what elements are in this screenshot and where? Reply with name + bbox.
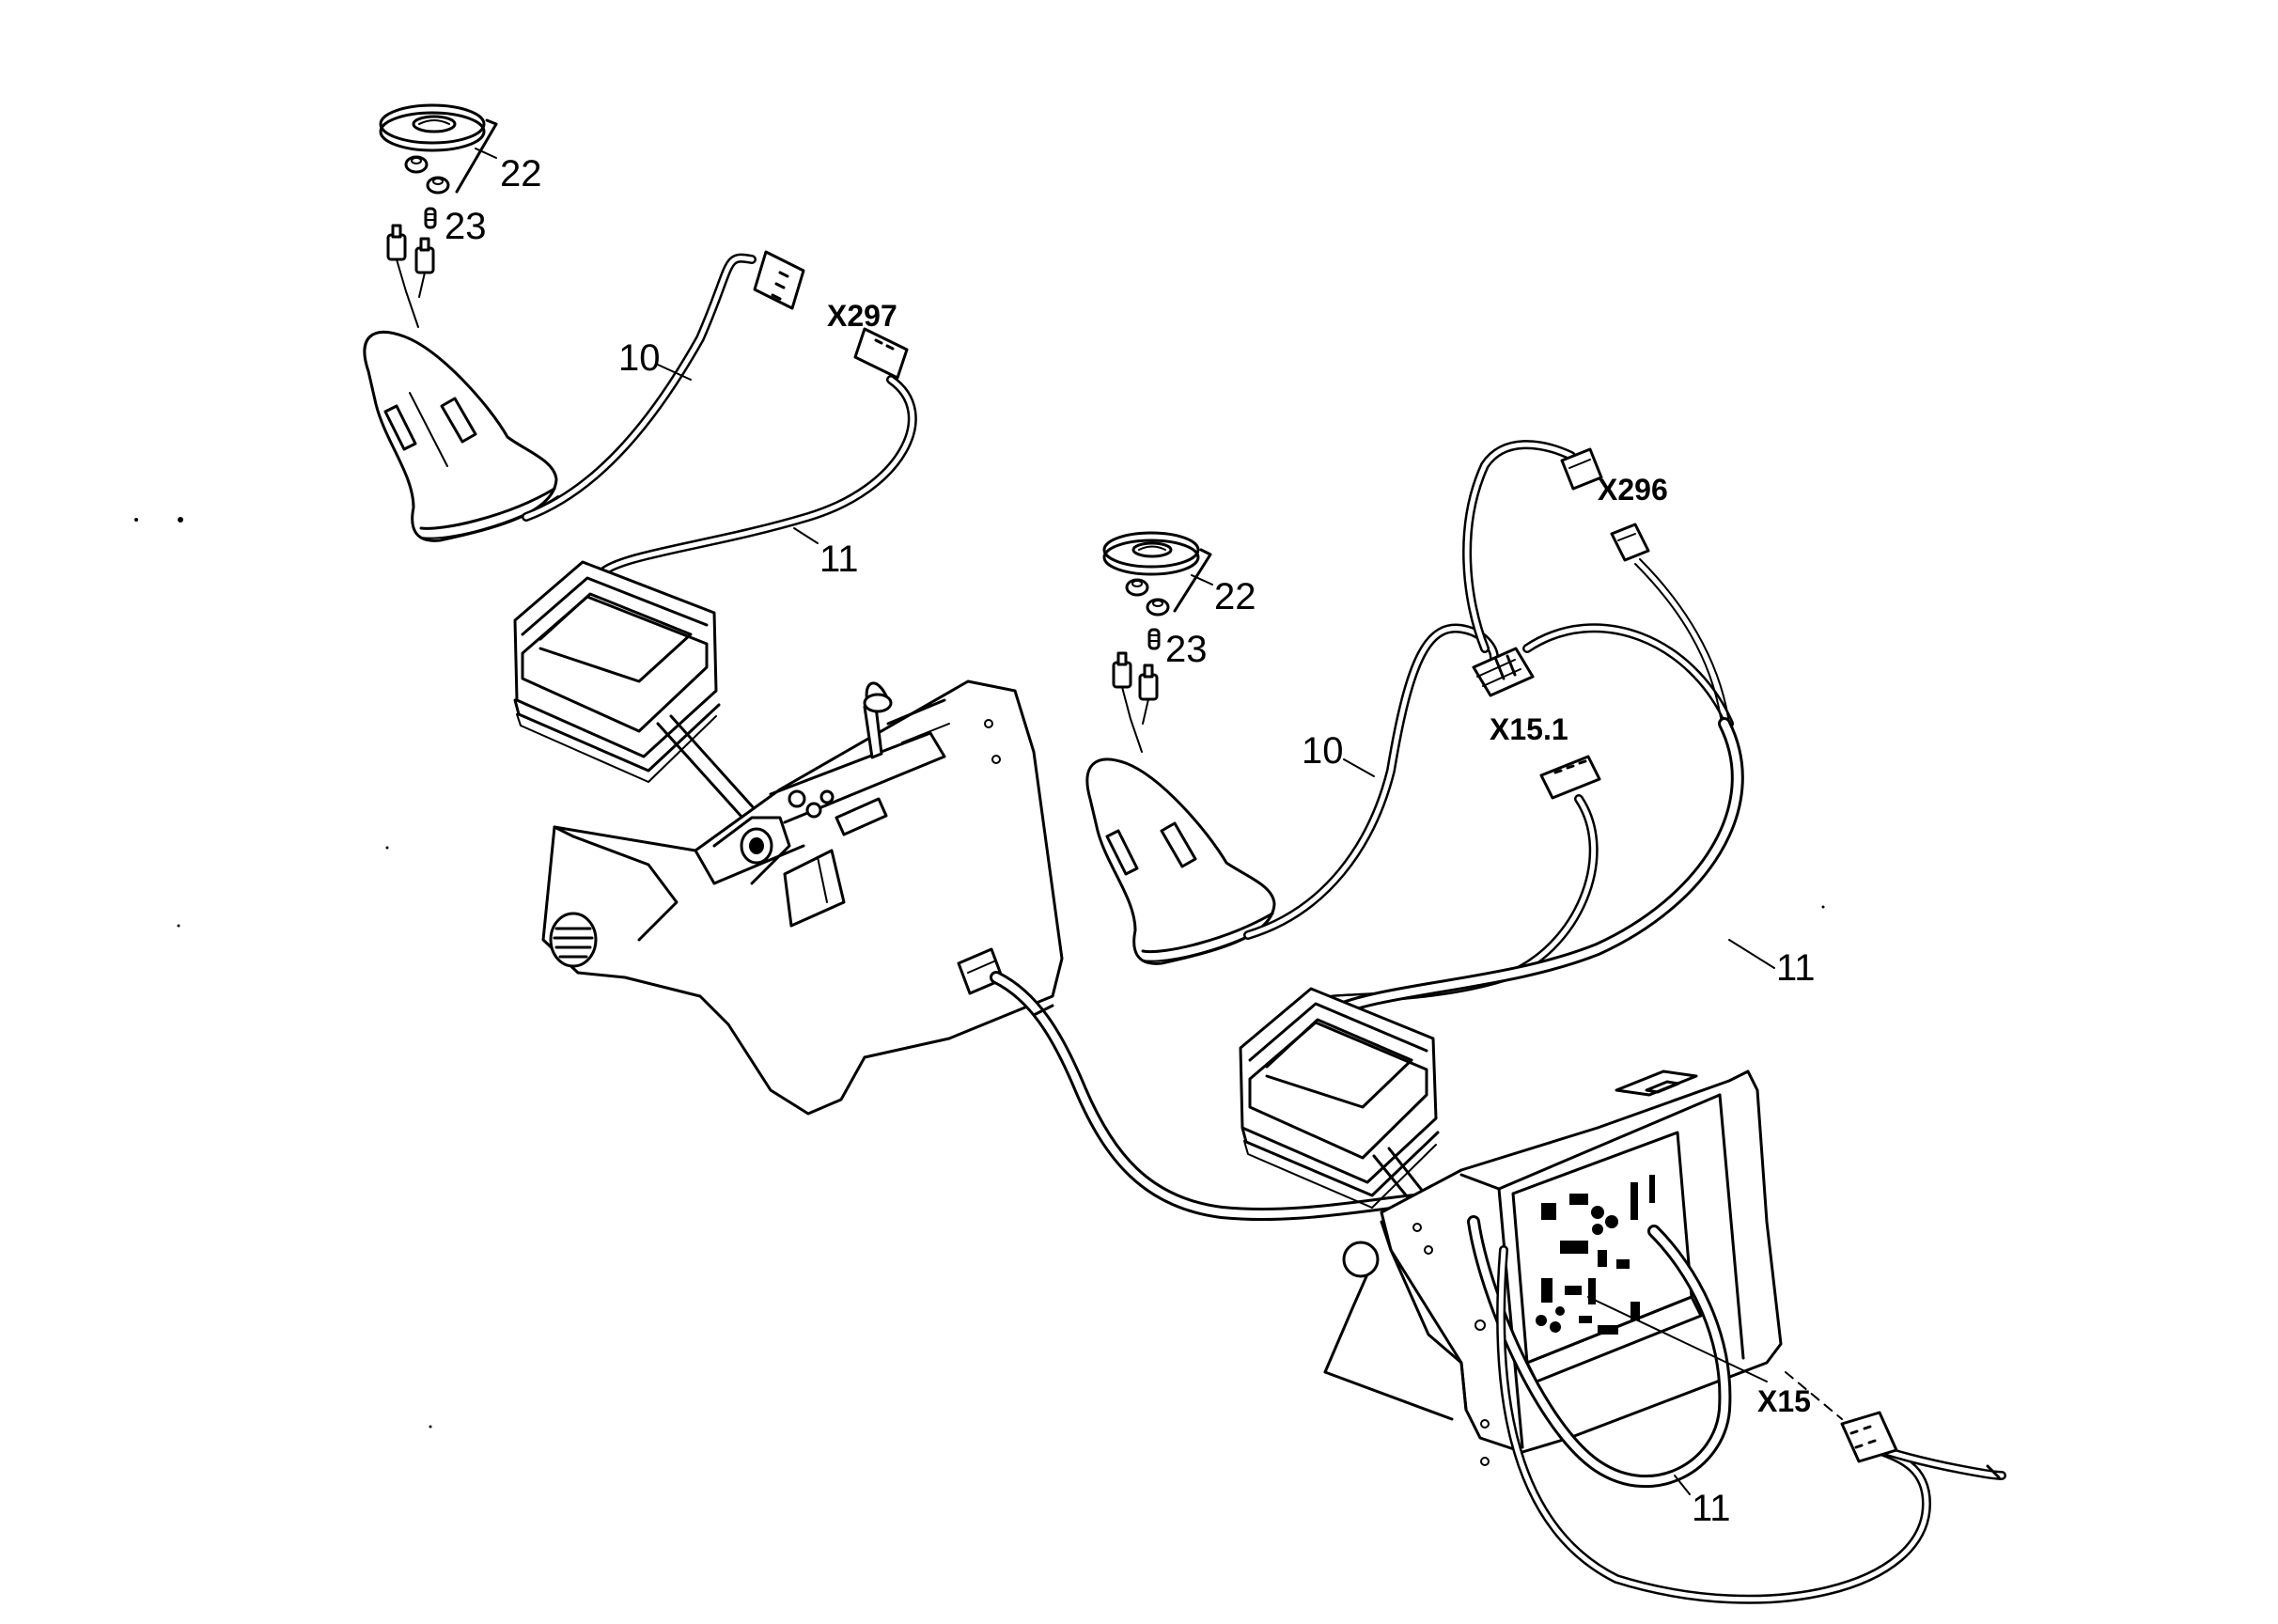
label-right-cable-11-upper: 11 (1776, 947, 1816, 989)
left-connector-x297-plug (753, 250, 805, 310)
label-left-connector-x297: X297 (827, 299, 897, 333)
right-spring (1147, 628, 1161, 650)
left-rubber-boot (513, 560, 721, 783)
label-main-connector-x15: X15 (1757, 1384, 1811, 1418)
right-console-housing (1323, 1070, 1783, 1466)
x15-leader (1587, 1296, 1768, 1382)
left-console-vent (549, 912, 598, 968)
main-connector-x15 (1840, 1411, 1898, 1463)
right-rubber-boot (1239, 987, 1440, 1209)
right-connector-x296-plug (1560, 447, 1603, 491)
main-harness-cable (990, 971, 1473, 1221)
left-grip-handle (363, 330, 559, 542)
left-spring (424, 207, 437, 229)
right-cable-10 (1243, 623, 1499, 940)
left-cap-disc (379, 103, 486, 152)
right-console-knob (1342, 1241, 1380, 1278)
right-nuts (1125, 578, 1170, 617)
label-right-cap-set: 22 (1214, 576, 1256, 617)
label-left-cable-11: 11 (819, 539, 859, 580)
label-left-cable-10: 10 (618, 337, 661, 379)
right-switches (1112, 651, 1159, 753)
right-cable-loop-x296 (1462, 440, 1734, 728)
right-cap-disc (1102, 531, 1200, 576)
label-right-connector-x15-1: X15.1 (1490, 712, 1568, 746)
label-left-switch: 23 (445, 206, 487, 247)
right-joystick-assembly (1085, 440, 1744, 1219)
left-console-housing (541, 679, 1064, 1116)
right-console-components (1536, 1175, 1655, 1335)
right-connector-x296-socket (1610, 523, 1730, 725)
label-right-cable-10: 10 (1302, 730, 1344, 772)
right-connector-x15-1 (1472, 647, 1535, 697)
left-bracket-22 (455, 118, 498, 194)
label-left-cap-set: 22 (500, 153, 542, 195)
label-right-cable-11-lower: 11 (1692, 1488, 1731, 1529)
right-grip-handle (1085, 757, 1277, 965)
left-joystick-assembly (363, 103, 917, 838)
left-connector-x297-socket (853, 327, 909, 380)
right-cable-11-lower (1467, 1215, 1732, 1489)
left-cable-10 (522, 253, 757, 522)
left-switches (386, 224, 435, 328)
label-right-connector-x296: X296 (1598, 473, 1668, 507)
right-bracket-22 (1173, 548, 1212, 613)
label-right-switch: 23 (1165, 629, 1208, 670)
right-cable-11-upper (1318, 717, 1744, 1022)
main-connector-cable (1496, 1245, 2006, 1604)
x15-leader-dashed (1785, 1371, 1843, 1420)
left-nuts (404, 155, 450, 195)
